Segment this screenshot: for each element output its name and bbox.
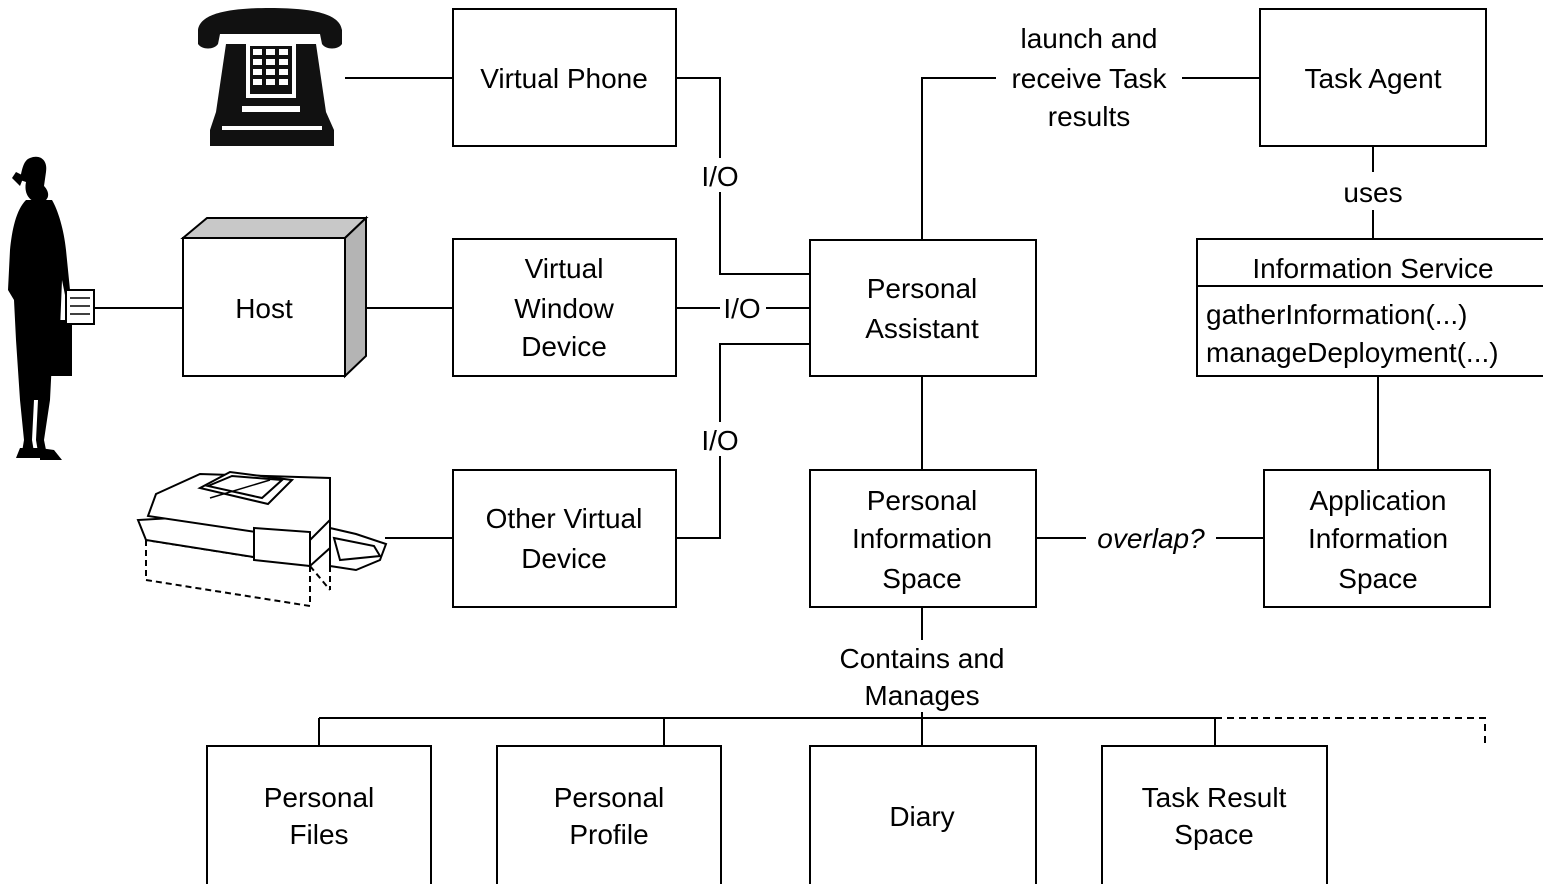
- task-result-space-box: Task Result Space: [1101, 745, 1328, 884]
- pp-label-line2: Profile: [569, 819, 648, 850]
- person-silhouette-icon: [8, 156, 95, 460]
- info-service-title: Information Service: [1252, 253, 1493, 284]
- information-service-class: Information Service gatherInformation(..…: [1196, 238, 1543, 377]
- vwd-label-line1: Virtual: [525, 253, 604, 284]
- ais-label-line1: Application: [1310, 485, 1447, 516]
- vwd-label-line3: Device: [521, 331, 607, 362]
- io-label-bottom: I/O: [701, 425, 738, 456]
- ovd-label-line1: Other Virtual: [486, 503, 643, 534]
- application-information-space-box: Application Information Space: [1263, 469, 1491, 608]
- connectors: [90, 77, 1486, 746]
- personal-information-space-box: Personal Information Space: [809, 469, 1037, 608]
- trs-label-line2: Space: [1174, 819, 1253, 850]
- telephone-icon: [198, 8, 342, 146]
- pis-label-line2: Information: [852, 523, 992, 554]
- launch-label-line3: results: [1048, 101, 1130, 132]
- pp-label-line1: Personal: [554, 782, 665, 813]
- pa-label-line2: Assistant: [865, 313, 979, 344]
- pf-label-line2: Files: [289, 819, 348, 850]
- vwd-label-line2: Window: [514, 293, 614, 324]
- personal-files-box: Personal Files: [206, 745, 432, 884]
- contains-label-line2: Manages: [864, 680, 979, 711]
- diary-label: Diary: [889, 801, 954, 832]
- info-service-method-2: manageDeployment(...): [1206, 337, 1499, 368]
- other-virtual-device-box: Other Virtual Device: [452, 469, 677, 608]
- pis-label-line3: Space: [882, 563, 961, 594]
- virtual-phone-box: Virtual Phone: [452, 8, 677, 147]
- pa-label-line1: Personal: [867, 273, 978, 304]
- overlap-label: overlap?: [1097, 523, 1205, 554]
- trs-label-line1: Task Result: [1142, 782, 1287, 813]
- task-agent-label: Task Agent: [1305, 63, 1442, 94]
- personal-assistant-box: Personal Assistant: [809, 239, 1037, 377]
- info-service-method-1: gatherInformation(...): [1206, 299, 1467, 330]
- printer-device-icon: [136, 470, 388, 608]
- launch-label-line1: launch and: [1020, 23, 1157, 54]
- pf-label-line1: Personal: [264, 782, 375, 813]
- pis-label-line1: Personal: [867, 485, 978, 516]
- io-label-top: I/O: [701, 161, 738, 192]
- host-label: Host: [235, 293, 293, 324]
- virtual-phone-label: Virtual Phone: [480, 63, 648, 94]
- host-box: Host: [180, 215, 369, 379]
- launch-label-line2: receive Task: [1011, 63, 1167, 94]
- personal-profile-box: Personal Profile: [496, 745, 722, 884]
- ais-label-line3: Space: [1338, 563, 1417, 594]
- diary-box: Diary: [809, 745, 1037, 884]
- io-label-middle: I/O: [723, 293, 760, 324]
- ais-label-line2: Information: [1308, 523, 1448, 554]
- virtual-window-device-box: Virtual Window Device: [452, 238, 677, 377]
- edge-labels: I/O I/O I/O launch and receive Task resu…: [698, 18, 1408, 711]
- uses-label: uses: [1343, 177, 1402, 208]
- task-agent-box: Task Agent: [1259, 8, 1487, 147]
- contains-label-line1: Contains and: [839, 643, 1004, 674]
- ovd-label-line2: Device: [521, 543, 607, 574]
